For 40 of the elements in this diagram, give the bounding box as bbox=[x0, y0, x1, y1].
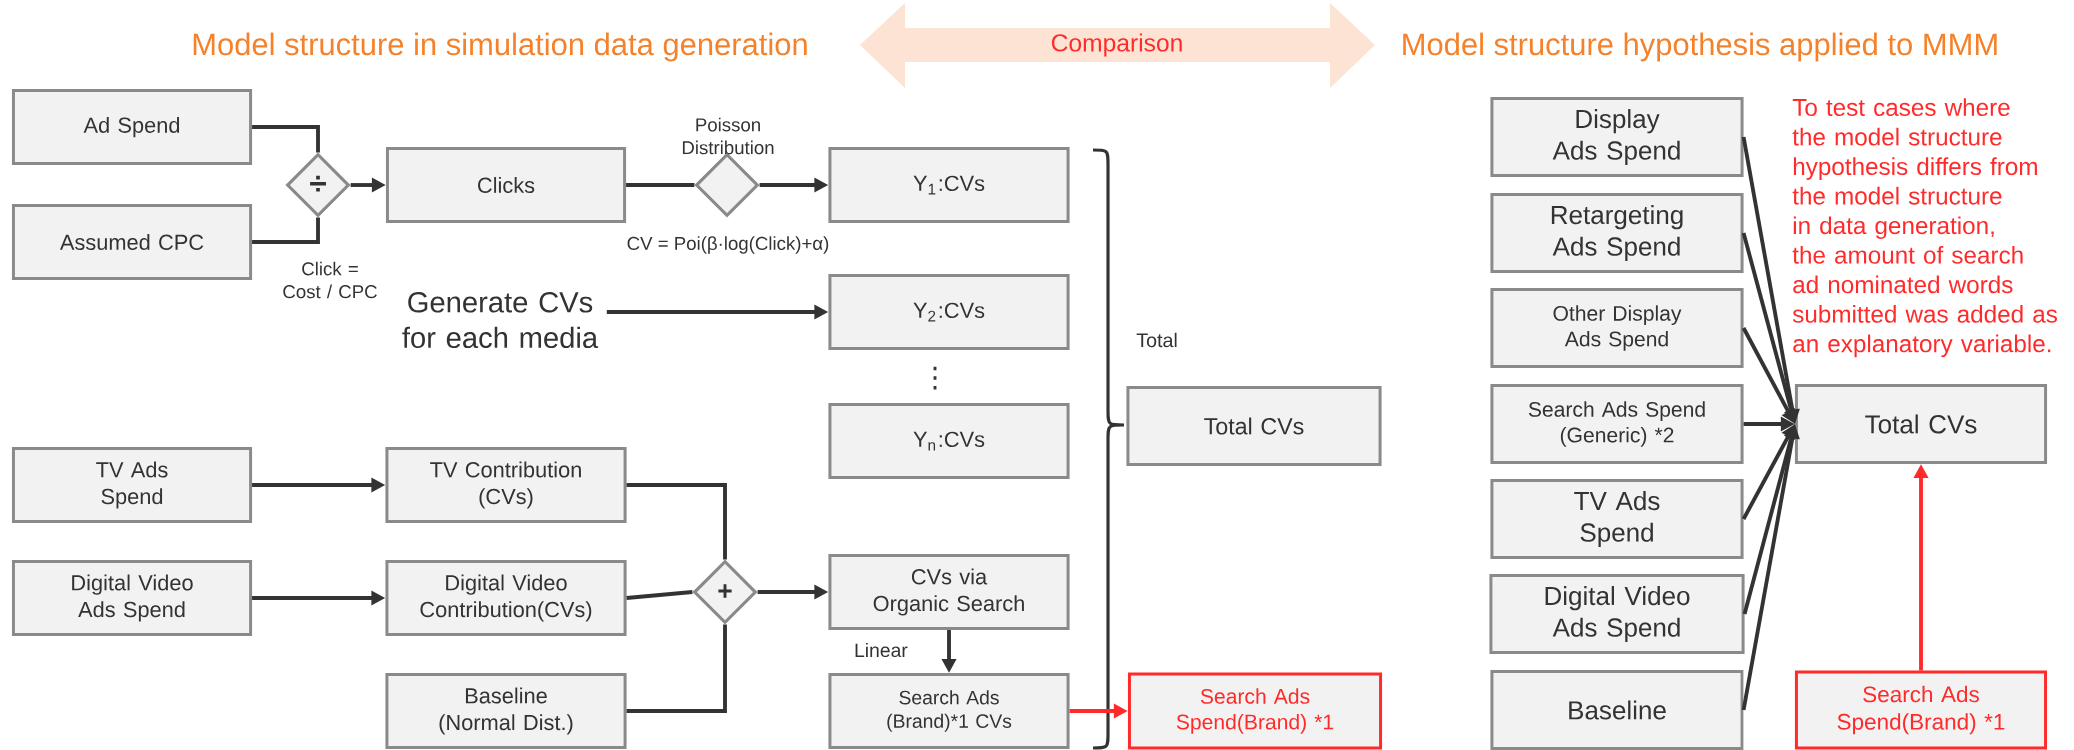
process-box: Display Ads Spend bbox=[1490, 97, 1744, 178]
connector-line bbox=[626, 483, 727, 560]
process-box: Y$_{2}$:CVs bbox=[828, 274, 1070, 351]
process-box: Search Ads Spend (Generic) *2 bbox=[1490, 384, 1744, 465]
process-box: CVs via Organic Search bbox=[828, 554, 1070, 631]
connector-line bbox=[252, 217, 320, 244]
heading: Model structure in simulation data generation bbox=[193, 32, 807, 62]
process-box: Digital Video Ads Spend bbox=[1489, 574, 1745, 655]
process-box: TV Contribution (CVs) bbox=[385, 447, 627, 524]
process-box: Total CVs bbox=[1794, 384, 2048, 465]
connector-line bbox=[626, 590, 693, 600]
process-box: Retargeting Ads Spend bbox=[1490, 193, 1744, 274]
process-box: Search Ads (Brand)*1 CVs bbox=[828, 673, 1070, 750]
annotation-text: CV = Poi(β·log(Click)+α) bbox=[627, 236, 829, 254]
process-box: Search Ads Spend(Brand) *1 bbox=[1794, 670, 2048, 750]
process-box: Baseline (Normal Dist.) bbox=[385, 673, 627, 750]
process-box: TV Ads Spend bbox=[1490, 479, 1744, 560]
process-box: Total CVs bbox=[1126, 386, 1382, 467]
ellipsis-dots: ⋮ bbox=[933, 366, 937, 390]
heading: Model structure hypothesis applied to MMM bbox=[1403, 32, 1997, 62]
note-text: To test cases where the model structure hypothesis differs from the model structure in data generation, the amount of search ad nominated words submitted was added as an explanatory variable. bbox=[1792, 98, 2057, 358]
process-box: Assumed CPC bbox=[11, 204, 253, 281]
process-box: Y$_{n}$:CVs bbox=[828, 403, 1070, 480]
connector-line bbox=[626, 624, 727, 713]
process-box: Clicks bbox=[385, 147, 627, 224]
annotation-text: Generate CVs for each media bbox=[402, 291, 599, 349]
process-box: Other Display Ads Spend bbox=[1490, 288, 1744, 369]
connector-line bbox=[626, 183, 695, 187]
annotation-text: Poisson Distribution bbox=[682, 117, 774, 155]
connector-line bbox=[252, 125, 320, 153]
process-box: Digital Video Contribution(CVs) bbox=[385, 560, 627, 637]
edge-label: Linear bbox=[850, 639, 912, 661]
process-box: Y$_{1}$:CVs bbox=[828, 147, 1070, 224]
process-box: Baseline bbox=[1490, 670, 1744, 750]
formula-note: Click = Cost / CPC bbox=[283, 261, 377, 299]
process-box: Search Ads Spend(Brand) *1 bbox=[1127, 672, 1383, 750]
process-box: TV Ads Spend bbox=[11, 447, 253, 524]
process-box: Ad Spend bbox=[11, 89, 253, 166]
process-box: Digital Video Ads Spend bbox=[11, 560, 253, 637]
brace-label: Total bbox=[1136, 332, 1177, 348]
